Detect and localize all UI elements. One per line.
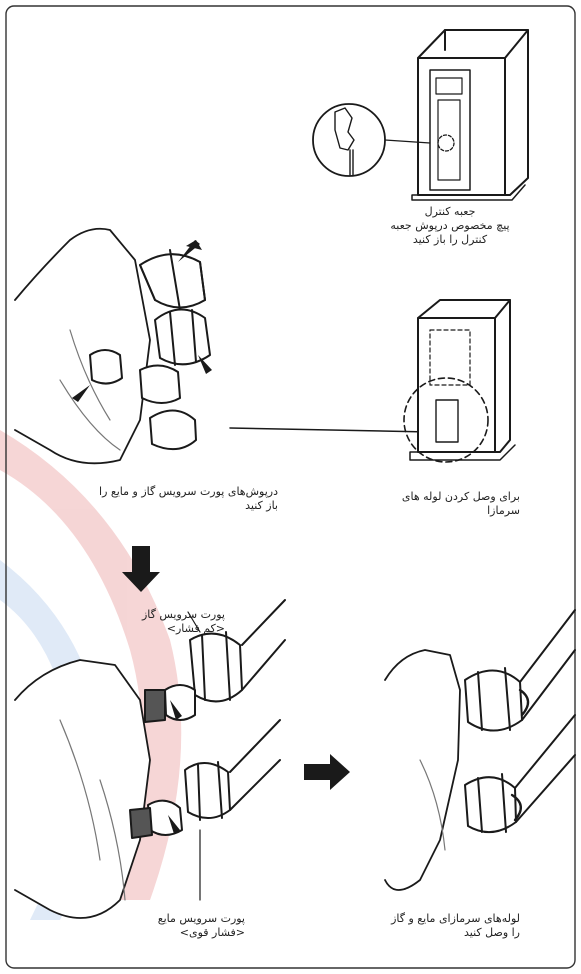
service-valve-caps (15, 229, 430, 464)
connect-pipes-label: لوله‌های سرمازای مایع و گاز را وصل کنید (365, 912, 520, 940)
connect-pipes-line1: لوله‌های سرمازای مایع و گاز (365, 912, 520, 926)
outdoor-unit-top (412, 30, 528, 200)
service-caps-line2: باز کنید (20, 499, 278, 513)
valve-connection-right (385, 610, 575, 890)
gas-port-label: پورت سرویس گاز <کم فشار> (130, 608, 225, 636)
outdoor-unit-side (404, 300, 515, 462)
gas-port-line2: <کم فشار> (130, 622, 225, 636)
right-arrow-icon (304, 754, 350, 790)
liquid-port-line2: <فشار قوی> (140, 926, 245, 940)
liquid-port-line1: پورت سرویس مایع (140, 912, 245, 926)
pipe-connect-label: برای وصل کردن لوله های سرمازا (390, 490, 520, 518)
connect-pipes-line2: را وصل کنید (365, 926, 520, 940)
pipe-connect-line2: سرمازا (390, 504, 520, 518)
control-box-line1: پیچ مخصوص درپوش جعبه (375, 219, 525, 233)
control-box-label: جعبه کنترل پیچ مخصوص درپوش جعبه کنترل را… (375, 205, 525, 247)
pipe-connect-line1: برای وصل کردن لوله های (390, 490, 520, 504)
screwdriver-detail-icon (313, 104, 430, 176)
control-box-line2: کنترل را باز کنید (375, 233, 525, 247)
liquid-port-label: پورت سرویس مایع <فشار قوی> (140, 912, 245, 940)
control-box-title: جعبه کنترل (375, 205, 525, 219)
service-caps-line1: درپوش‌های پورت سرویس گاز و مایع را (20, 485, 278, 499)
service-caps-label: درپوش‌های پورت سرویس گاز و مایع را باز ک… (20, 485, 278, 513)
gas-port-line1: پورت سرویس گاز (130, 608, 225, 622)
